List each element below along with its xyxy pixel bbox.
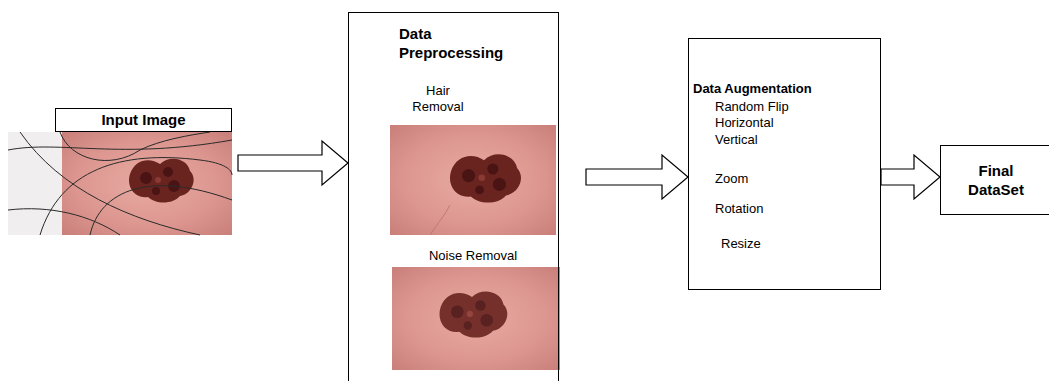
- panel-heading: Data Preprocessing: [399, 25, 511, 63]
- augmentation-item: Resize: [721, 236, 821, 252]
- input-label: Input Image: [55, 108, 232, 132]
- panel-heading: Data Augmentation: [693, 81, 875, 97]
- step-label: Noise Removal: [393, 248, 553, 264]
- block-arrow: [238, 141, 348, 185]
- text-holder: Final DataSet: [955, 162, 1037, 200]
- block-arrow: [586, 155, 688, 199]
- hair-removed-image: [390, 125, 556, 235]
- augmentation-item: Random Flip Horizontal Vertical: [715, 99, 795, 148]
- input-image-block: Input Image: [8, 108, 238, 235]
- augmentation-item: Zoom: [715, 171, 815, 187]
- augmentation-item: Rotation: [715, 201, 815, 217]
- block-arrow: [881, 155, 940, 199]
- text-holder: Data Augmentation: [693, 81, 875, 97]
- augmentation-panel: Data AugmentationRandom Flip Horizontal …: [688, 38, 881, 290]
- step-label: Hair Removal: [403, 83, 473, 116]
- text-holder: Input Image: [55, 108, 232, 132]
- text-holder: Data Preprocessing: [399, 25, 511, 63]
- input-skin-image: [8, 132, 232, 235]
- text-holder: Resize: [721, 236, 821, 252]
- text-holder: Zoom: [715, 171, 815, 187]
- text-holder: Rotation: [715, 201, 815, 217]
- noise-removed-image: [392, 267, 560, 370]
- text-holder: Random Flip Horizontal Vertical: [715, 99, 795, 148]
- text-holder: Hair Removal: [403, 83, 473, 116]
- box-label: Final DataSet: [955, 162, 1037, 200]
- text-holder: Noise Removal: [393, 248, 553, 264]
- final-dataset-box: Final DataSet: [940, 145, 1049, 215]
- preprocessing-panel: Data PreprocessingHair RemovalNoise Remo…: [348, 12, 559, 381]
